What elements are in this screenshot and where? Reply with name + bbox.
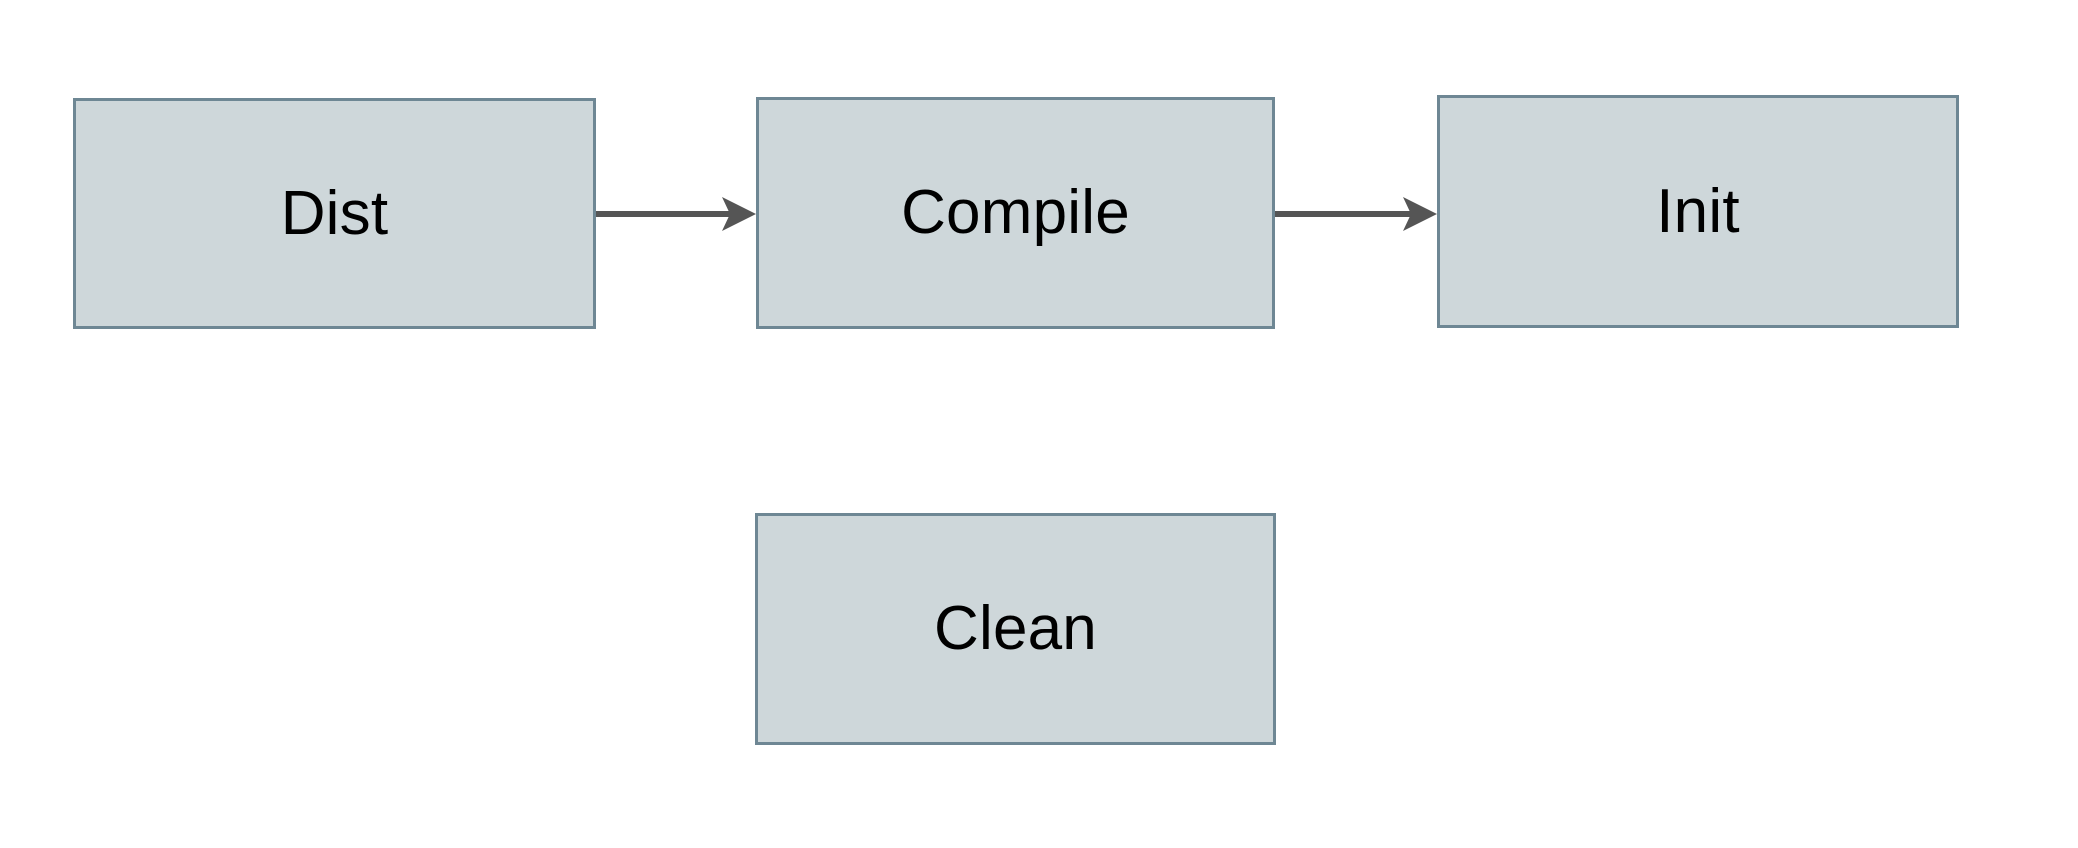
- node-compile-label: Compile: [901, 178, 1130, 247]
- edge-compile-to-init[interactable]: [1275, 193, 1441, 235]
- node-clean[interactable]: Clean: [755, 513, 1276, 745]
- node-compile[interactable]: Compile: [756, 97, 1275, 329]
- node-dist-label: Dist: [280, 178, 389, 248]
- node-dist[interactable]: Dist: [73, 98, 596, 329]
- node-clean-label: Clean: [934, 594, 1097, 663]
- arrow-right-icon: [1275, 197, 1437, 231]
- arrow-right-icon: [596, 197, 756, 231]
- node-init[interactable]: Init: [1437, 95, 1959, 328]
- edge-dist-to-compile[interactable]: [596, 193, 760, 235]
- node-init-label: Init: [1656, 176, 1740, 246]
